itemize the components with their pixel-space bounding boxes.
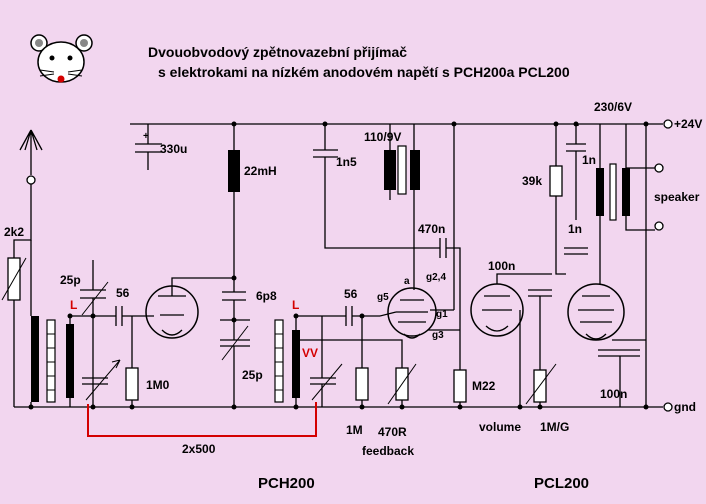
label-100n-bottom: 100n — [600, 387, 627, 401]
label-pin-a: a — [404, 276, 410, 287]
pcl200-pentode-icon — [387, 287, 437, 339]
pcl200-triode-icon — [470, 273, 552, 337]
coil-stack-left — [46, 319, 56, 403]
label-1M0: 1M0 — [146, 378, 170, 392]
label-1n-mid: 1n — [568, 222, 582, 236]
label-25p-right: 25p — [242, 368, 263, 382]
label-22mH: 22mH — [244, 164, 277, 178]
label-1n5: 1n5 — [336, 155, 357, 169]
label-39k: 39k — [522, 174, 542, 188]
resistor-1M0 — [125, 367, 139, 401]
speaker-terminal-2-icon — [654, 221, 664, 231]
label-pin-g1: g1 — [436, 309, 448, 320]
label-PCH200: PCH200 — [258, 475, 315, 492]
label-M22: M22 — [472, 379, 496, 393]
transformer-primary — [596, 168, 604, 216]
title-line1: Dvouobvodový zpětnovazební přijímač — [148, 44, 407, 60]
speaker-terminal-1-icon — [654, 163, 664, 173]
label-2x500: 2x500 — [182, 442, 216, 456]
label-feedback: feedback — [362, 444, 414, 458]
label-VV: VV — [302, 346, 318, 360]
resistor-M22 — [453, 369, 467, 403]
mouse-logo-icon — [30, 34, 93, 83]
label-volume: volume — [479, 420, 521, 434]
label-speaker: speaker — [654, 190, 700, 204]
gang-link-2x500 — [87, 402, 317, 437]
label-PCL200: PCL200 — [534, 475, 589, 492]
resistor-39k — [549, 165, 563, 197]
title-line2: s elektrokami na nízkém anodovém napětí … — [158, 64, 570, 80]
label-1M: 1M — [346, 423, 363, 437]
label-2k2: 2k2 — [4, 225, 24, 239]
label-pin-g24: g2,4 — [426, 272, 446, 283]
label-pin-g5: g5 — [377, 292, 389, 303]
label-470R: 470R — [378, 425, 407, 439]
label-1n-top: 1n — [582, 153, 596, 167]
label-plus24V: +24V — [674, 117, 702, 131]
coil-stack-right — [274, 319, 284, 403]
label-L-right: L — [292, 298, 299, 312]
label-56-left: 56 — [116, 286, 130, 300]
antenna-icon — [13, 129, 43, 407]
label-1MG: 1M/G — [540, 420, 569, 434]
resistor-1M — [355, 367, 369, 401]
coil-L-right — [292, 330, 300, 398]
label-56-right: 56 — [344, 287, 358, 301]
label-6p8: 6p8 — [256, 289, 277, 303]
lamp-110-9V — [397, 145, 407, 195]
label-230-6V: 230/6V — [594, 100, 632, 114]
label-pin-g3: g3 — [432, 330, 444, 341]
terminal-plus-icon — [663, 119, 673, 129]
label-100n-mid: 100n — [488, 259, 515, 273]
label-L-left: L — [70, 298, 77, 312]
label-330u: 330u — [160, 142, 187, 156]
terminal-gnd-icon — [663, 402, 673, 412]
cap-330u-plus: + — [143, 131, 149, 142]
pcl200-output-tube-icon — [567, 283, 625, 341]
label-25p-left: 25p — [60, 273, 81, 287]
label-gnd: gnd — [674, 400, 696, 414]
ferrite-rod-left — [31, 316, 39, 402]
choke-22mH — [228, 150, 240, 192]
label-110-9V: 110/9V — [364, 130, 401, 144]
label-470n: 470n — [418, 222, 445, 236]
junction-dots — [28, 121, 649, 410]
pch200-tube-icon — [145, 277, 234, 339]
coil-L-left — [66, 324, 74, 398]
transformer-secondary — [622, 168, 630, 216]
